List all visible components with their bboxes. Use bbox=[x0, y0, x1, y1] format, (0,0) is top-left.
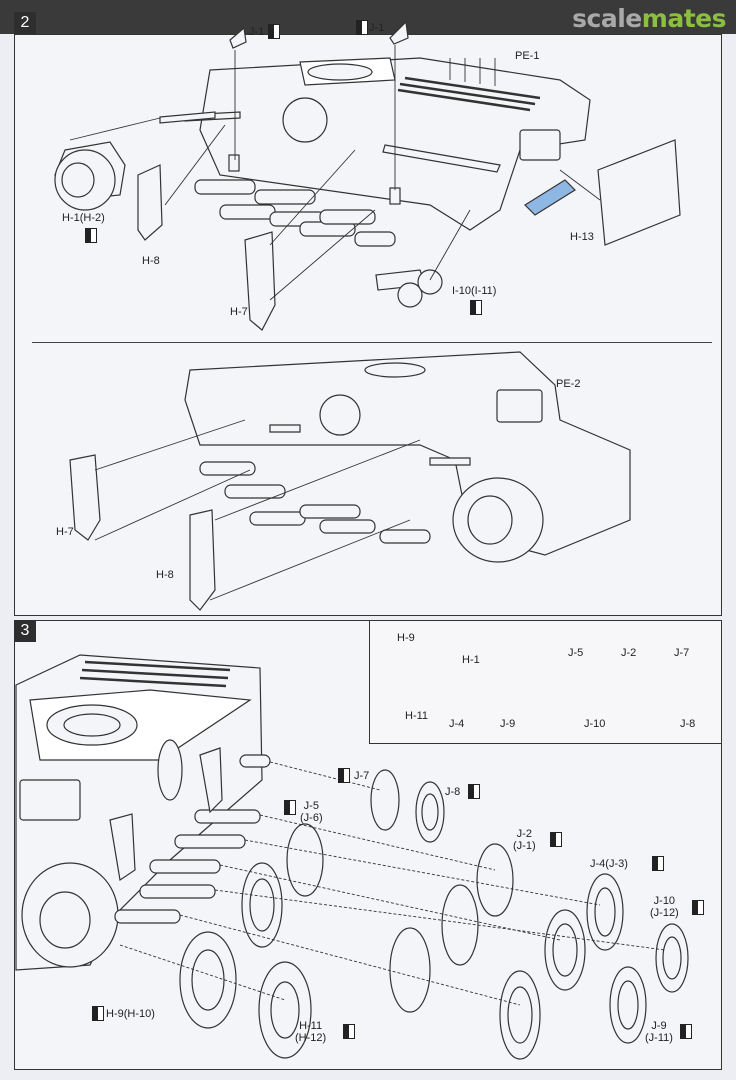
leader-lines-step3 bbox=[119, 761, 666, 1006]
label-j2: J-2(J-1) bbox=[513, 828, 536, 852]
part-tag-icon bbox=[356, 20, 368, 35]
label-j5: J-5(J-6) bbox=[300, 800, 323, 824]
label-j7: J-7 bbox=[354, 770, 370, 782]
step-number-2: 2 bbox=[14, 12, 36, 34]
label-h1: H-1(H-2) bbox=[62, 212, 105, 224]
inset-label-j2: J-2 bbox=[621, 647, 637, 659]
label-i10: I-10(I-11) bbox=[452, 285, 497, 297]
label-h7-top: H-7 bbox=[230, 306, 248, 318]
label-j2-alt: (J-1) bbox=[513, 840, 536, 852]
watermark-part1: scale bbox=[572, 4, 642, 33]
part-tag-icon bbox=[680, 1024, 692, 1039]
hull-lower-drawing bbox=[69, 351, 631, 611]
part-tag-icon bbox=[92, 1006, 104, 1021]
label-h7-bottom: H-7 bbox=[56, 526, 74, 538]
label-h11-alt: (H-12) bbox=[295, 1032, 327, 1044]
part-tag-icon bbox=[268, 24, 280, 39]
label-h13: H-13 bbox=[570, 231, 594, 243]
part-tag-icon bbox=[470, 300, 482, 315]
wheel-color-inset bbox=[369, 620, 722, 744]
top-bar bbox=[0, 0, 736, 34]
inset-label-j10: J-10 bbox=[584, 718, 606, 730]
step-number-3: 3 bbox=[14, 620, 36, 642]
label-j2-main: J-2 bbox=[516, 828, 532, 840]
part-tag-icon bbox=[284, 800, 296, 815]
part-tag-icon bbox=[85, 228, 97, 243]
label-j10: J-10(J-12) bbox=[650, 895, 679, 919]
label-j10-main: J-10 bbox=[653, 895, 676, 907]
inset-label-j4: J-4 bbox=[449, 718, 465, 730]
inset-label-j7: J-7 bbox=[674, 647, 690, 659]
watermark-part2: mates bbox=[641, 4, 727, 33]
scalemates-watermark: scalemates bbox=[572, 4, 726, 33]
hull-upper-drawing bbox=[54, 20, 681, 331]
part-tag-icon bbox=[550, 832, 562, 847]
inset-label-h9: H-9 bbox=[397, 632, 415, 644]
suspension-arms-upper bbox=[194, 179, 396, 247]
label-j10-alt: (J-12) bbox=[650, 907, 679, 919]
leader-lines-lower bbox=[94, 419, 421, 601]
label-j5-main: J-5 bbox=[303, 800, 319, 812]
part-tag-icon bbox=[652, 856, 664, 871]
leader-lines-upper bbox=[69, 45, 601, 301]
label-pe1: PE-1 bbox=[515, 50, 540, 62]
label-j8: J-8 bbox=[445, 786, 461, 798]
label-h11-main: H-11 bbox=[299, 1020, 323, 1032]
part-tag-icon bbox=[468, 784, 480, 799]
inset-label-j8: J-8 bbox=[680, 718, 696, 730]
suspension-arms-lower bbox=[199, 461, 431, 544]
label-j5-alt: (J-6) bbox=[300, 812, 323, 824]
label-j9: J-9(J-11) bbox=[645, 1020, 673, 1044]
label-h8-top: H-8 bbox=[142, 255, 160, 267]
part-tag-icon bbox=[343, 1024, 355, 1039]
part-tag-icon bbox=[692, 900, 704, 915]
step2-separator bbox=[32, 342, 712, 343]
suspension-step3 bbox=[109, 747, 271, 924]
label-j9-main: J-9 bbox=[651, 1020, 667, 1032]
road-wheels-step3 bbox=[179, 769, 689, 1060]
hull-step3-drawing bbox=[15, 654, 263, 971]
inset-label-h1: H-1 bbox=[462, 654, 480, 666]
label-j1-top-left: J-1 bbox=[249, 26, 265, 38]
inset-label-j9: J-9 bbox=[500, 718, 516, 730]
label-j9-alt: (J-11) bbox=[645, 1032, 673, 1044]
inset-label-h11: H-11 bbox=[405, 710, 429, 722]
label-pe2: PE-2 bbox=[556, 378, 581, 390]
label-j4: J-4(J-3) bbox=[590, 858, 628, 870]
label-h9: H-9(H-10) bbox=[106, 1008, 155, 1020]
part-tag-icon bbox=[338, 768, 350, 783]
label-h8-bottom: H-8 bbox=[156, 569, 174, 581]
label-h11: H-11(H-12) bbox=[295, 1020, 326, 1044]
inset-label-j5: J-5 bbox=[568, 647, 584, 659]
label-j1-top-right: J-1 bbox=[369, 22, 385, 34]
